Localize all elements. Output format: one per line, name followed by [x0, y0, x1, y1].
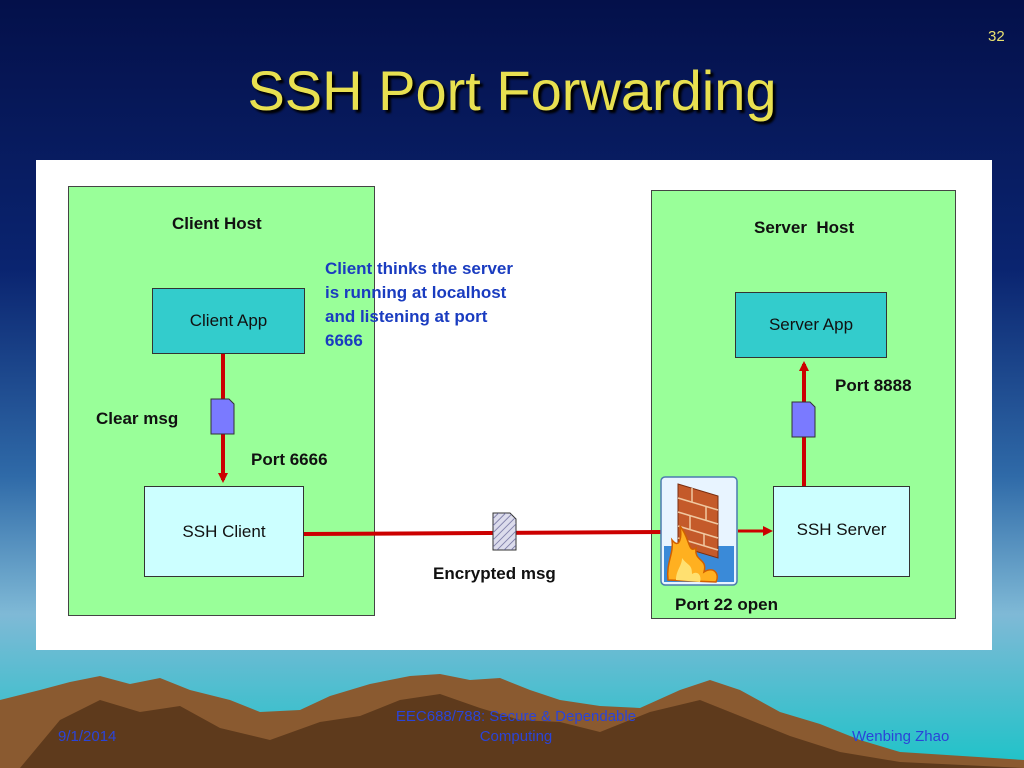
ssh-client-box: SSH Client	[144, 486, 304, 577]
ssh-tunnel-line	[303, 530, 663, 536]
clear-msg-label: Clear msg	[96, 409, 179, 428]
footer-course: EEC688/788: Secure & Dependable Computin…	[395, 708, 637, 745]
encrypted-document-icon	[492, 512, 517, 551]
ssh-server-label: SSH Server	[796, 519, 887, 539]
message-document-icon	[210, 398, 235, 435]
client-app-box: Client App	[152, 288, 305, 354]
ssh-server-box: SSH Server	[773, 486, 910, 577]
slide-number: 32	[988, 28, 1005, 45]
port-8888-label: Port 8888	[835, 376, 912, 395]
client-app-label: Client App	[189, 311, 268, 330]
server-app-box: Server App	[735, 292, 887, 358]
port-6666-label: Port 6666	[251, 450, 328, 469]
client-host-label: Client Host	[172, 214, 262, 233]
server-host-label: Server Host	[754, 218, 855, 237]
server-app-label: Server App	[768, 315, 854, 334]
footer-author: Wenbing Zhao	[852, 728, 950, 745]
message-document-icon	[791, 401, 816, 438]
footer-date: 9/1/2014	[58, 728, 117, 745]
firewall-icon	[660, 476, 738, 586]
client-note: Client thinks the server is running at l…	[325, 259, 514, 350]
port-22-label: Port 22 open	[675, 595, 778, 614]
encrypted-msg-label: Encrypted msg	[433, 564, 556, 583]
ssh-client-label: SSH Client	[182, 521, 266, 541]
slide-title: SSH Port Forwarding	[247, 59, 777, 122]
